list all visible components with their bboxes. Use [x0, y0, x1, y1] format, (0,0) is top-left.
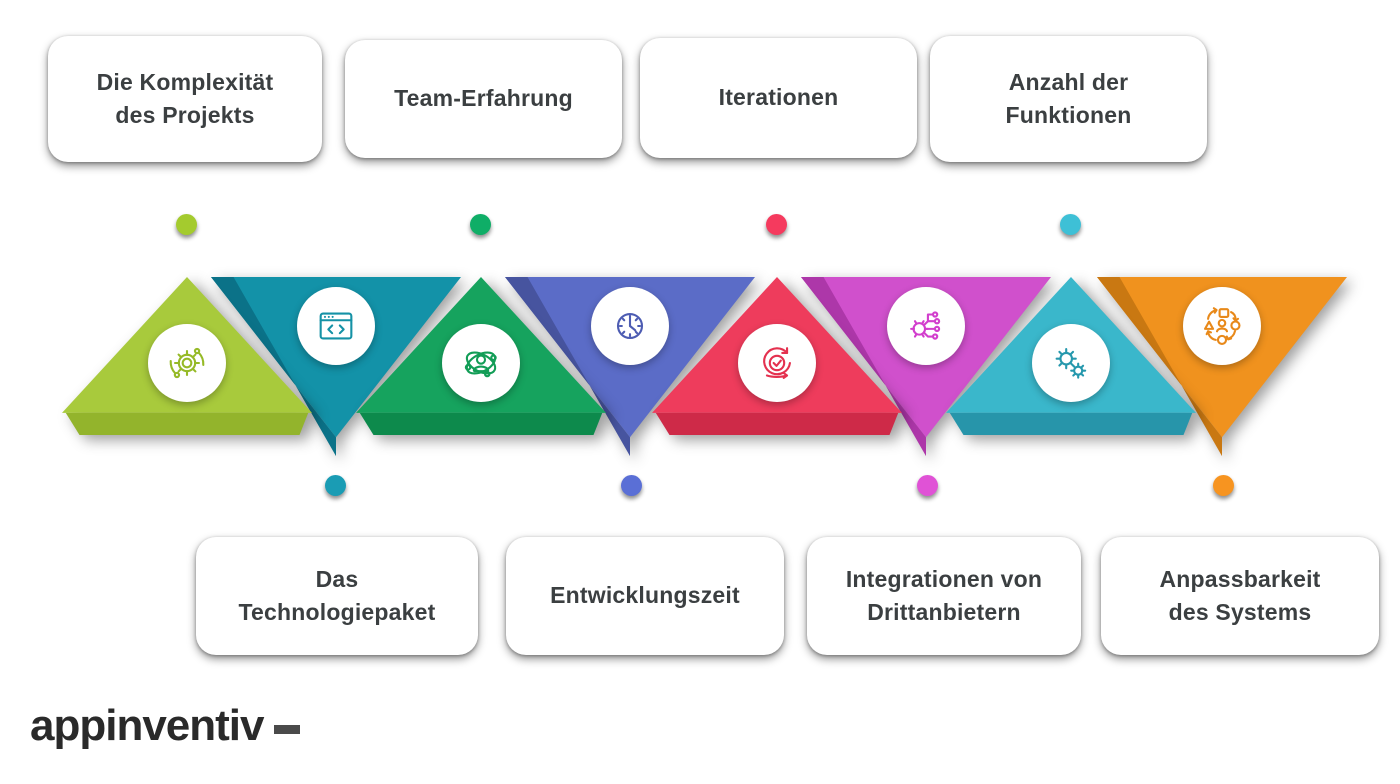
card-label: Iterationen [718, 84, 839, 111]
connector-dot [1213, 475, 1234, 496]
icon-badge [1032, 324, 1110, 402]
bottom-card-system-adaptability: Anpassbarkeit des Systems [1101, 537, 1379, 655]
triangle-up-2 [356, 277, 606, 435]
card-label: Anzahl der Funktionen [1005, 68, 1132, 128]
connector-dot [470, 214, 491, 235]
icon-badge [738, 324, 816, 402]
connector-dot [176, 214, 197, 235]
icon-badge [148, 324, 226, 402]
logo-cursor-dash [273, 724, 300, 734]
company-logo-wordmark: appinventiv [30, 701, 264, 750]
clock-icon [616, 312, 644, 340]
top-card-project-complexity: Die Komplexität des Projekts [48, 36, 322, 162]
icon-badge [297, 287, 375, 365]
top-card-team-experience: Team-Erfahrung [345, 40, 622, 158]
connector-dot [917, 475, 938, 496]
card-label: Integrationen von Drittanbietern [845, 565, 1043, 625]
card-label: Entwicklungszeit [550, 582, 740, 609]
double-gears-icon [1055, 348, 1087, 379]
triangle-up-3 [652, 277, 902, 435]
triangle-up-1 [62, 277, 312, 435]
card-label: Team-Erfahrung [394, 85, 573, 112]
team-orbit-icon [464, 351, 497, 378]
workflow-shapes-icon [1203, 307, 1241, 345]
card-label: Die Komplexität des Projekts [96, 68, 274, 128]
icon-badge [442, 324, 520, 402]
triangle-shade [65, 412, 309, 435]
ai-circuit-gear-icon [910, 311, 941, 340]
company-logo: appinventiv [30, 704, 300, 748]
triangle-shade [359, 412, 603, 435]
icon-badge [887, 287, 965, 365]
top-card-iterations: Iterationen [640, 38, 917, 158]
connector-dot [621, 475, 642, 496]
icon-badge [591, 287, 669, 365]
card-label: Anpassbarkeit des Systems [1159, 565, 1321, 625]
connector-dot [766, 214, 787, 235]
card-label: Das Technologiepaket [238, 565, 436, 625]
sprint-check-icon [763, 347, 791, 379]
triangle-up-4 [946, 277, 1196, 435]
process-gear-icon [169, 347, 205, 379]
code-window-icon [319, 312, 353, 340]
bottom-card-technology-stack: Das Technologiepaket [196, 537, 478, 655]
icon-badge [1183, 287, 1261, 365]
triangle-shade [655, 412, 899, 435]
triangle-shade [949, 412, 1193, 435]
bottom-card-third-party-integrations: Integrationen von Drittanbietern [807, 537, 1081, 655]
connector-dot [1060, 214, 1081, 235]
top-card-number-of-features: Anzahl der Funktionen [930, 36, 1207, 162]
connector-dot [325, 475, 346, 496]
bottom-card-development-time: Entwicklungszeit [506, 537, 784, 655]
